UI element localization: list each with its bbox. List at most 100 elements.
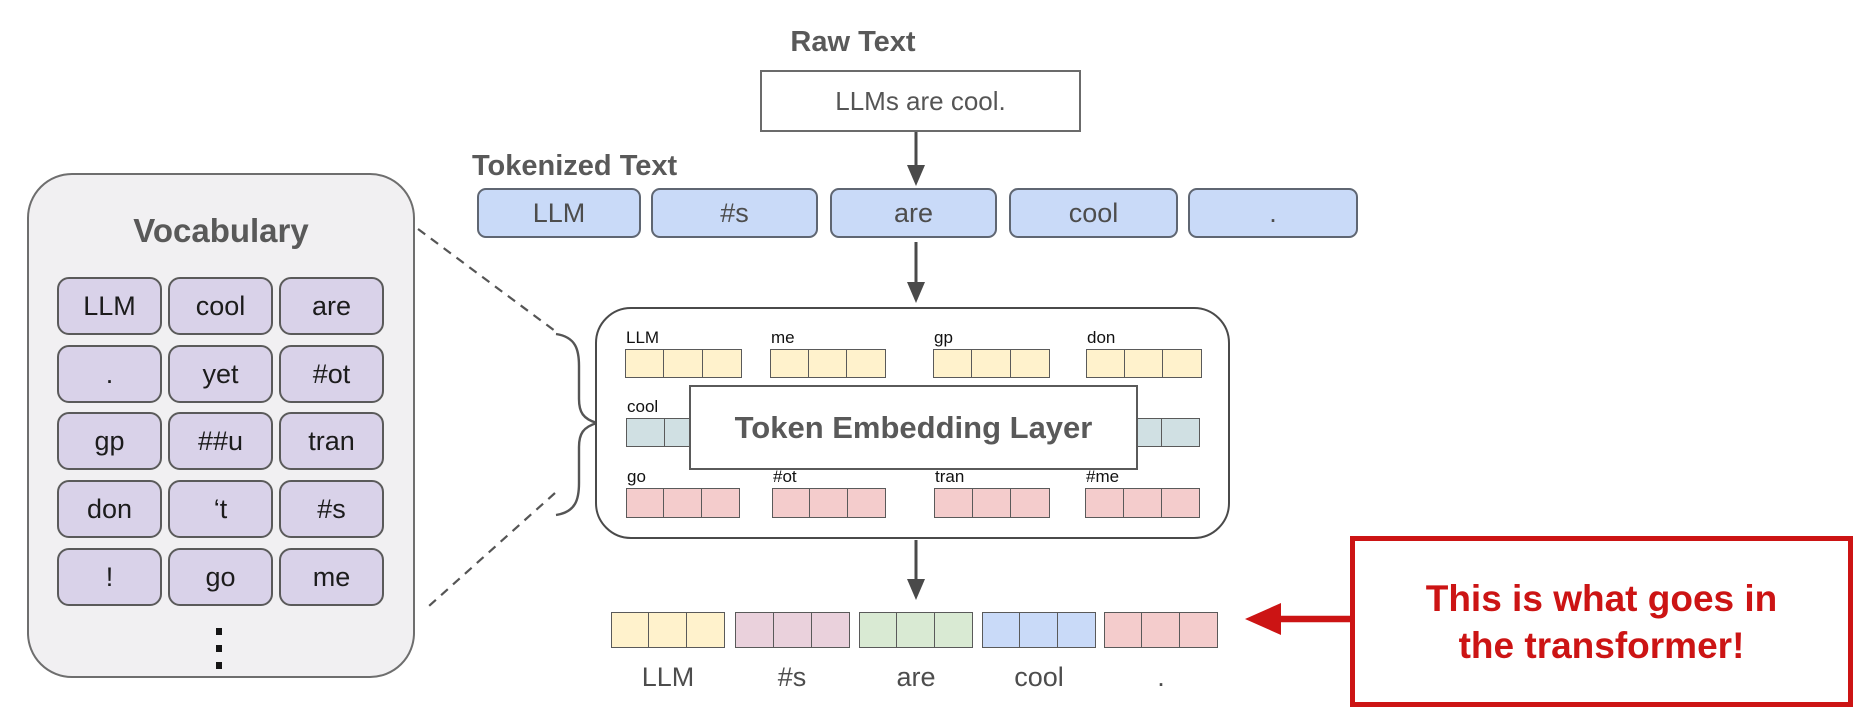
vector-cell bbox=[1086, 349, 1126, 378]
vocab-token: gp bbox=[57, 412, 162, 470]
raw-text-box: LLMs are cool. bbox=[760, 70, 1081, 132]
vector-cell bbox=[1085, 488, 1125, 518]
vector-label: go bbox=[627, 467, 646, 486]
curly-brace-icon bbox=[555, 332, 602, 517]
vector-cell bbox=[933, 612, 973, 648]
vocab-token: are bbox=[279, 277, 384, 335]
vector-cell bbox=[971, 349, 1012, 378]
vector-cell bbox=[735, 612, 775, 648]
dashed-connector-bottom bbox=[428, 492, 556, 607]
vector-cell bbox=[626, 488, 666, 518]
vector-label: me bbox=[771, 328, 795, 347]
vector-cell bbox=[1010, 488, 1051, 518]
vector-cell bbox=[648, 612, 688, 648]
output-label: are bbox=[896, 662, 936, 692]
vertical-ellipsis-icon bbox=[216, 628, 222, 669]
vector-cell bbox=[1056, 612, 1096, 648]
vector-cell bbox=[611, 612, 651, 648]
embedding-vector: #ot bbox=[772, 467, 886, 518]
vocab-token: ##u bbox=[168, 412, 273, 470]
vector-cell bbox=[772, 488, 812, 518]
embedding-vector: don bbox=[1086, 328, 1203, 378]
token-chip: are bbox=[830, 188, 997, 238]
vector-cell bbox=[663, 349, 704, 378]
vector-cell bbox=[859, 612, 899, 648]
callout-line-2: the transformer! bbox=[1458, 624, 1745, 666]
arrow-tokenized-to-embedding-icon bbox=[907, 242, 925, 303]
embedding-vector: tran bbox=[934, 467, 1051, 518]
callout-line-1: This is what goes in bbox=[1425, 577, 1778, 619]
vocab-token: #ot bbox=[279, 345, 384, 403]
vector-cell bbox=[846, 349, 887, 378]
token-chip: #s bbox=[651, 188, 818, 238]
transformer-callout-box: This is what goes in the transformer! bbox=[1350, 536, 1853, 707]
vector-label: don bbox=[1087, 328, 1116, 347]
vocab-token: cool bbox=[168, 277, 273, 335]
vector-cell bbox=[1178, 612, 1218, 648]
arrow-embedding-to-output-icon bbox=[907, 540, 925, 600]
output-label: #s bbox=[777, 662, 807, 692]
arrow-raw-to-tokenized-icon bbox=[907, 129, 925, 186]
vector-cell bbox=[1124, 349, 1164, 378]
vector-label: gp bbox=[934, 328, 953, 347]
embedding-vector: #me bbox=[1085, 467, 1200, 518]
vector-label: cool bbox=[627, 397, 659, 416]
vector-cell bbox=[972, 488, 1012, 518]
vocab-token: ‘t bbox=[168, 480, 273, 538]
vector-cell bbox=[1019, 612, 1059, 648]
output-vector bbox=[611, 612, 725, 648]
output-vector bbox=[982, 612, 1096, 648]
vector-cell bbox=[685, 612, 725, 648]
output-label: . bbox=[1157, 662, 1165, 692]
vector-cell bbox=[896, 612, 936, 648]
embedding-vector: me bbox=[770, 328, 887, 378]
vocab-token: go bbox=[168, 548, 273, 606]
token-chip: cool bbox=[1009, 188, 1178, 238]
dashed-connector-top bbox=[417, 228, 556, 332]
vector-cell bbox=[808, 349, 848, 378]
vector-cell bbox=[626, 418, 666, 447]
vector-cell bbox=[770, 349, 810, 378]
output-label: LLM bbox=[641, 662, 695, 692]
token-chip: . bbox=[1188, 188, 1358, 238]
vector-cell bbox=[1160, 488, 1200, 518]
vocab-token: . bbox=[57, 345, 162, 403]
vector-cell bbox=[809, 488, 849, 518]
vocab-token: don bbox=[57, 480, 162, 538]
vector-cell bbox=[663, 488, 703, 518]
vector-cell bbox=[934, 488, 974, 518]
vector-cell bbox=[1162, 349, 1203, 378]
token-chip: LLM bbox=[477, 188, 641, 238]
token-embedding-layer-label: Token Embedding Layer bbox=[689, 385, 1138, 470]
vector-cell bbox=[1160, 418, 1200, 447]
vector-cell bbox=[1141, 612, 1181, 648]
red-arrow-left-icon bbox=[1245, 603, 1350, 635]
output-vector bbox=[735, 612, 850, 648]
vocab-token: LLM bbox=[57, 277, 162, 335]
vocab-token: ! bbox=[57, 548, 162, 606]
vector-label: #me bbox=[1086, 467, 1120, 486]
embedding-vector: gp bbox=[933, 328, 1050, 378]
embedding-vector: LLM bbox=[625, 328, 742, 378]
vector-cell bbox=[700, 488, 740, 518]
raw-text-title: Raw Text bbox=[790, 26, 916, 58]
vocab-token: tran bbox=[279, 412, 384, 470]
vector-cell bbox=[933, 349, 974, 378]
vocabulary-title: Vocabulary bbox=[133, 212, 309, 249]
vector-cell bbox=[982, 612, 1022, 648]
vector-label: LLM bbox=[626, 328, 660, 347]
vector-cell bbox=[1009, 349, 1050, 378]
output-vector bbox=[859, 612, 973, 648]
output-vector bbox=[1104, 612, 1218, 648]
vector-label: tran bbox=[935, 467, 965, 486]
vector-cell bbox=[810, 612, 850, 648]
vocab-token: yet bbox=[168, 345, 273, 403]
vector-cell bbox=[846, 488, 886, 518]
vector-cell bbox=[772, 612, 813, 648]
vector-cell bbox=[1122, 488, 1163, 518]
vector-cell bbox=[625, 349, 666, 378]
vector-label: #ot bbox=[773, 467, 797, 486]
vector-cell bbox=[701, 349, 742, 378]
output-label: cool bbox=[1014, 662, 1064, 692]
